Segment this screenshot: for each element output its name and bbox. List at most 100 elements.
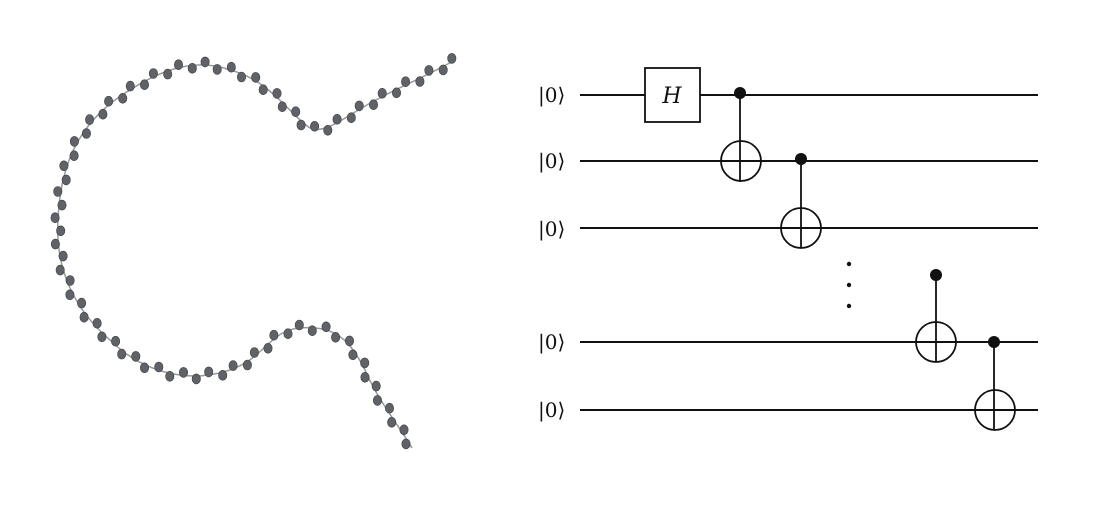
chain-atom xyxy=(296,119,306,131)
chain-atom xyxy=(218,369,228,381)
chain-atom xyxy=(61,174,71,186)
chain-atom xyxy=(163,68,173,80)
chain-atom xyxy=(237,71,247,83)
chain-atom xyxy=(377,88,387,99)
chain-atom xyxy=(294,319,304,331)
cnot-gate-4 xyxy=(974,336,1016,431)
chain-atom xyxy=(283,328,293,340)
chain-atom xyxy=(53,186,63,197)
chain-atom xyxy=(399,424,409,436)
chain-atom xyxy=(424,65,434,76)
chain-atom xyxy=(307,325,317,337)
chain-atom xyxy=(387,416,397,428)
chain-atom xyxy=(117,348,127,360)
chain-atom xyxy=(125,80,135,92)
chain-atom xyxy=(65,275,75,286)
chain-atom xyxy=(187,63,197,74)
qubit-label-4: |0⟩ xyxy=(538,398,565,423)
cnot-gate-1 xyxy=(720,87,762,182)
chain-atom xyxy=(263,342,273,354)
chain-atom xyxy=(154,361,164,373)
chain-atom xyxy=(228,360,238,371)
chain-atom xyxy=(69,150,79,161)
chain-atom xyxy=(57,199,67,211)
chain-atom xyxy=(438,64,448,76)
quantum-circuit: |0⟩ |0⟩ |0⟩ |0⟩ |0⟩ H xyxy=(538,67,1038,431)
chain-atom xyxy=(368,99,378,110)
chain-atom xyxy=(77,297,87,309)
hadamard-label: H xyxy=(661,84,682,109)
chain-atom xyxy=(179,367,189,378)
chain-backbone xyxy=(56,59,456,449)
chain-atom xyxy=(348,349,358,361)
chain-atom xyxy=(97,331,107,343)
chain-atom xyxy=(131,351,141,362)
chain-atom xyxy=(447,53,457,64)
chain-atom xyxy=(401,438,411,450)
molecule-chain xyxy=(50,53,457,450)
chain-atom xyxy=(331,331,341,343)
cnot-3-control-dot xyxy=(930,269,942,281)
chain-atom xyxy=(85,114,95,125)
chain-atom xyxy=(242,359,252,371)
chain-atom xyxy=(291,106,301,117)
chain-atom xyxy=(165,370,175,382)
chain-atom xyxy=(323,125,333,136)
qubit-label-2: |0⟩ xyxy=(538,217,565,242)
chain-atom xyxy=(354,100,364,112)
chain-atom xyxy=(371,380,381,392)
cnot-2-control-dot xyxy=(795,153,807,165)
chain-atom xyxy=(56,225,66,237)
chain-atom xyxy=(58,250,68,262)
qubit-label-0: |0⟩ xyxy=(538,83,565,108)
chain-atom xyxy=(79,311,89,323)
chain-atom xyxy=(59,160,69,172)
cnot-1-control-dot xyxy=(734,87,746,99)
cnot-4-control-dot xyxy=(988,336,1000,348)
chain-atom xyxy=(69,136,79,147)
chain-atom xyxy=(360,357,370,369)
chain-atom xyxy=(140,79,150,90)
chain-atom xyxy=(384,402,394,414)
chain-atom xyxy=(50,238,60,250)
cnot-gate-3 xyxy=(915,269,957,363)
chain-atom xyxy=(98,108,108,120)
chain-atom xyxy=(118,93,128,104)
chain-atom xyxy=(148,68,158,79)
chain-atom xyxy=(372,395,382,406)
chain-atom xyxy=(360,371,370,383)
chain-atom xyxy=(140,362,150,374)
chain-atom xyxy=(204,366,214,378)
chain-atom xyxy=(65,289,75,301)
chain-atom xyxy=(251,72,261,83)
chain-atom xyxy=(50,212,60,223)
qubit-label-1: |0⟩ xyxy=(538,149,565,174)
chain-atoms xyxy=(50,53,457,450)
chain-atom xyxy=(174,59,184,70)
vertical-ellipsis xyxy=(846,261,852,309)
chain-atom xyxy=(92,317,102,329)
chain-atom xyxy=(81,128,91,139)
chain-atom xyxy=(55,264,65,276)
chain-atom xyxy=(332,114,342,125)
qubit-label-3: |0⟩ xyxy=(538,330,565,355)
chain-atom xyxy=(212,64,222,75)
chain-atom xyxy=(249,347,259,358)
chain-atom xyxy=(415,76,425,87)
chain-atom xyxy=(344,335,354,347)
chain-atom xyxy=(111,335,121,347)
chain-atom xyxy=(346,112,356,123)
chain-atom xyxy=(272,88,282,99)
chain-atom xyxy=(310,121,320,132)
chain-atom xyxy=(321,321,331,333)
chain-atom xyxy=(200,56,210,68)
chain-atom xyxy=(277,101,287,112)
chain-atom xyxy=(258,84,268,95)
chain-atom xyxy=(269,329,279,341)
chain-atom xyxy=(401,76,411,87)
hadamard-gate: H xyxy=(644,67,701,123)
cnot-gate-2 xyxy=(780,153,822,249)
chain-atom xyxy=(104,95,114,107)
